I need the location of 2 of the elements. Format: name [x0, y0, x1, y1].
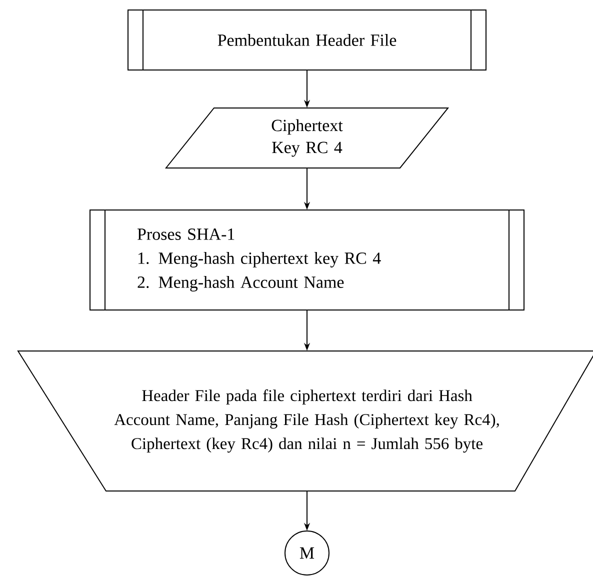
predefined-process-box: Proses SHA-1 1. Meng-hash ciphertext key RC 4 2. Meng-hash Account Name	[90, 210, 524, 310]
predefined-process-box: Pembentukan Header File	[128, 10, 486, 70]
